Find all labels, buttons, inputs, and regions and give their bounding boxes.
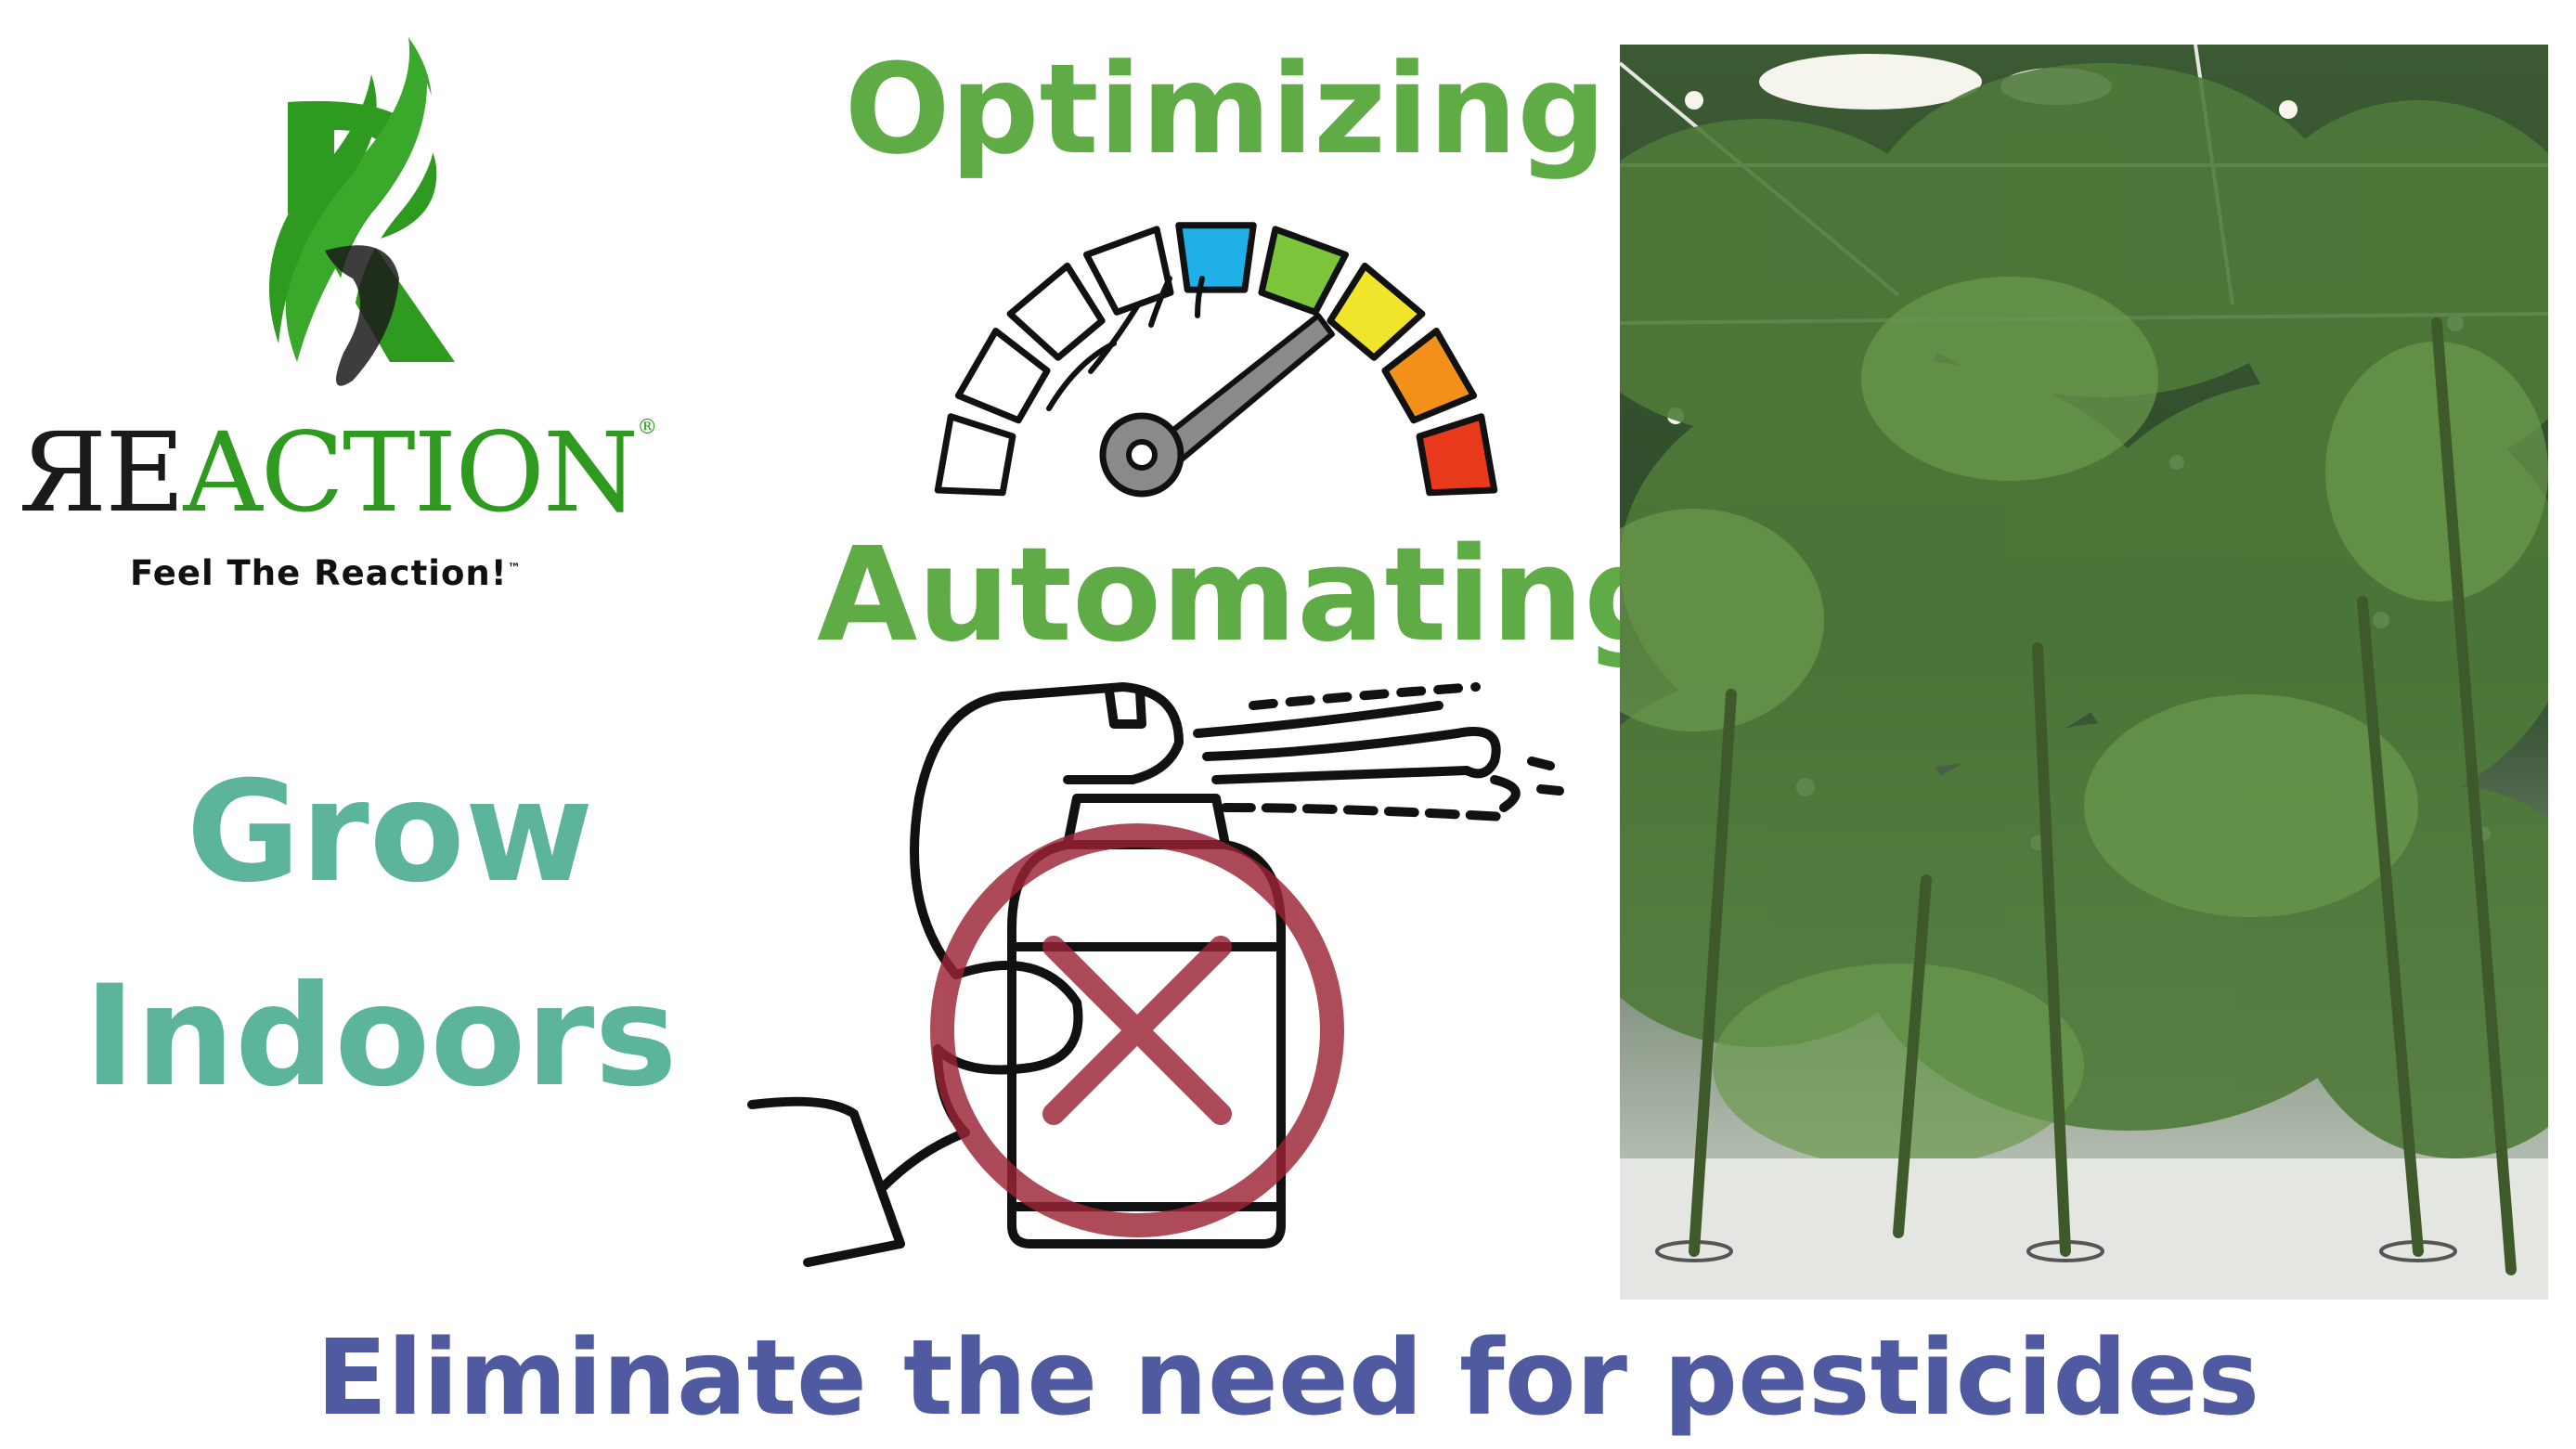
indoor-plants-photo [1620,45,2548,1300]
brand-prefix: ЯE [19,408,185,537]
speedometer-gauge-icon [934,222,1498,498]
gauge-segment [1327,262,1426,361]
heading-optimizing: Optimizing [844,37,1607,182]
gauge-segment [954,328,1051,424]
heading-grow: Grow [186,752,594,913]
brand-name: ЯEACTION® [19,416,780,528]
heading-eliminate-pesticides: Eliminate the need for pesticides [316,1318,2260,1439]
registered-mark: ® [637,416,657,439]
gauge-needle-icon [1099,313,1335,498]
heading-indoors: Indoors [84,956,678,1118]
gauge-segment [1083,226,1174,316]
gauge-segment [934,413,1016,497]
gauge-segment [1416,413,1498,497]
gauge-segment [1258,226,1349,316]
gauge-segment [1175,222,1257,293]
tagline-text: Feel The Reaction! [130,553,508,593]
trademark-mark: ™ [507,561,522,576]
heading-automating: Automating [817,520,1677,671]
no-symbol-icon [930,823,1344,1237]
reaction-logo: ЯEACTION® Feel The Reaction!™ [19,28,780,593]
gauge-segment [1006,262,1106,361]
tagline: Feel The Reaction!™ [130,553,780,593]
gauge-segment [1381,328,1478,424]
reaction-r-mark-icon [269,37,455,386]
spray-can-icon [747,682,1564,1267]
brand-suffix: ACTION [183,408,639,537]
